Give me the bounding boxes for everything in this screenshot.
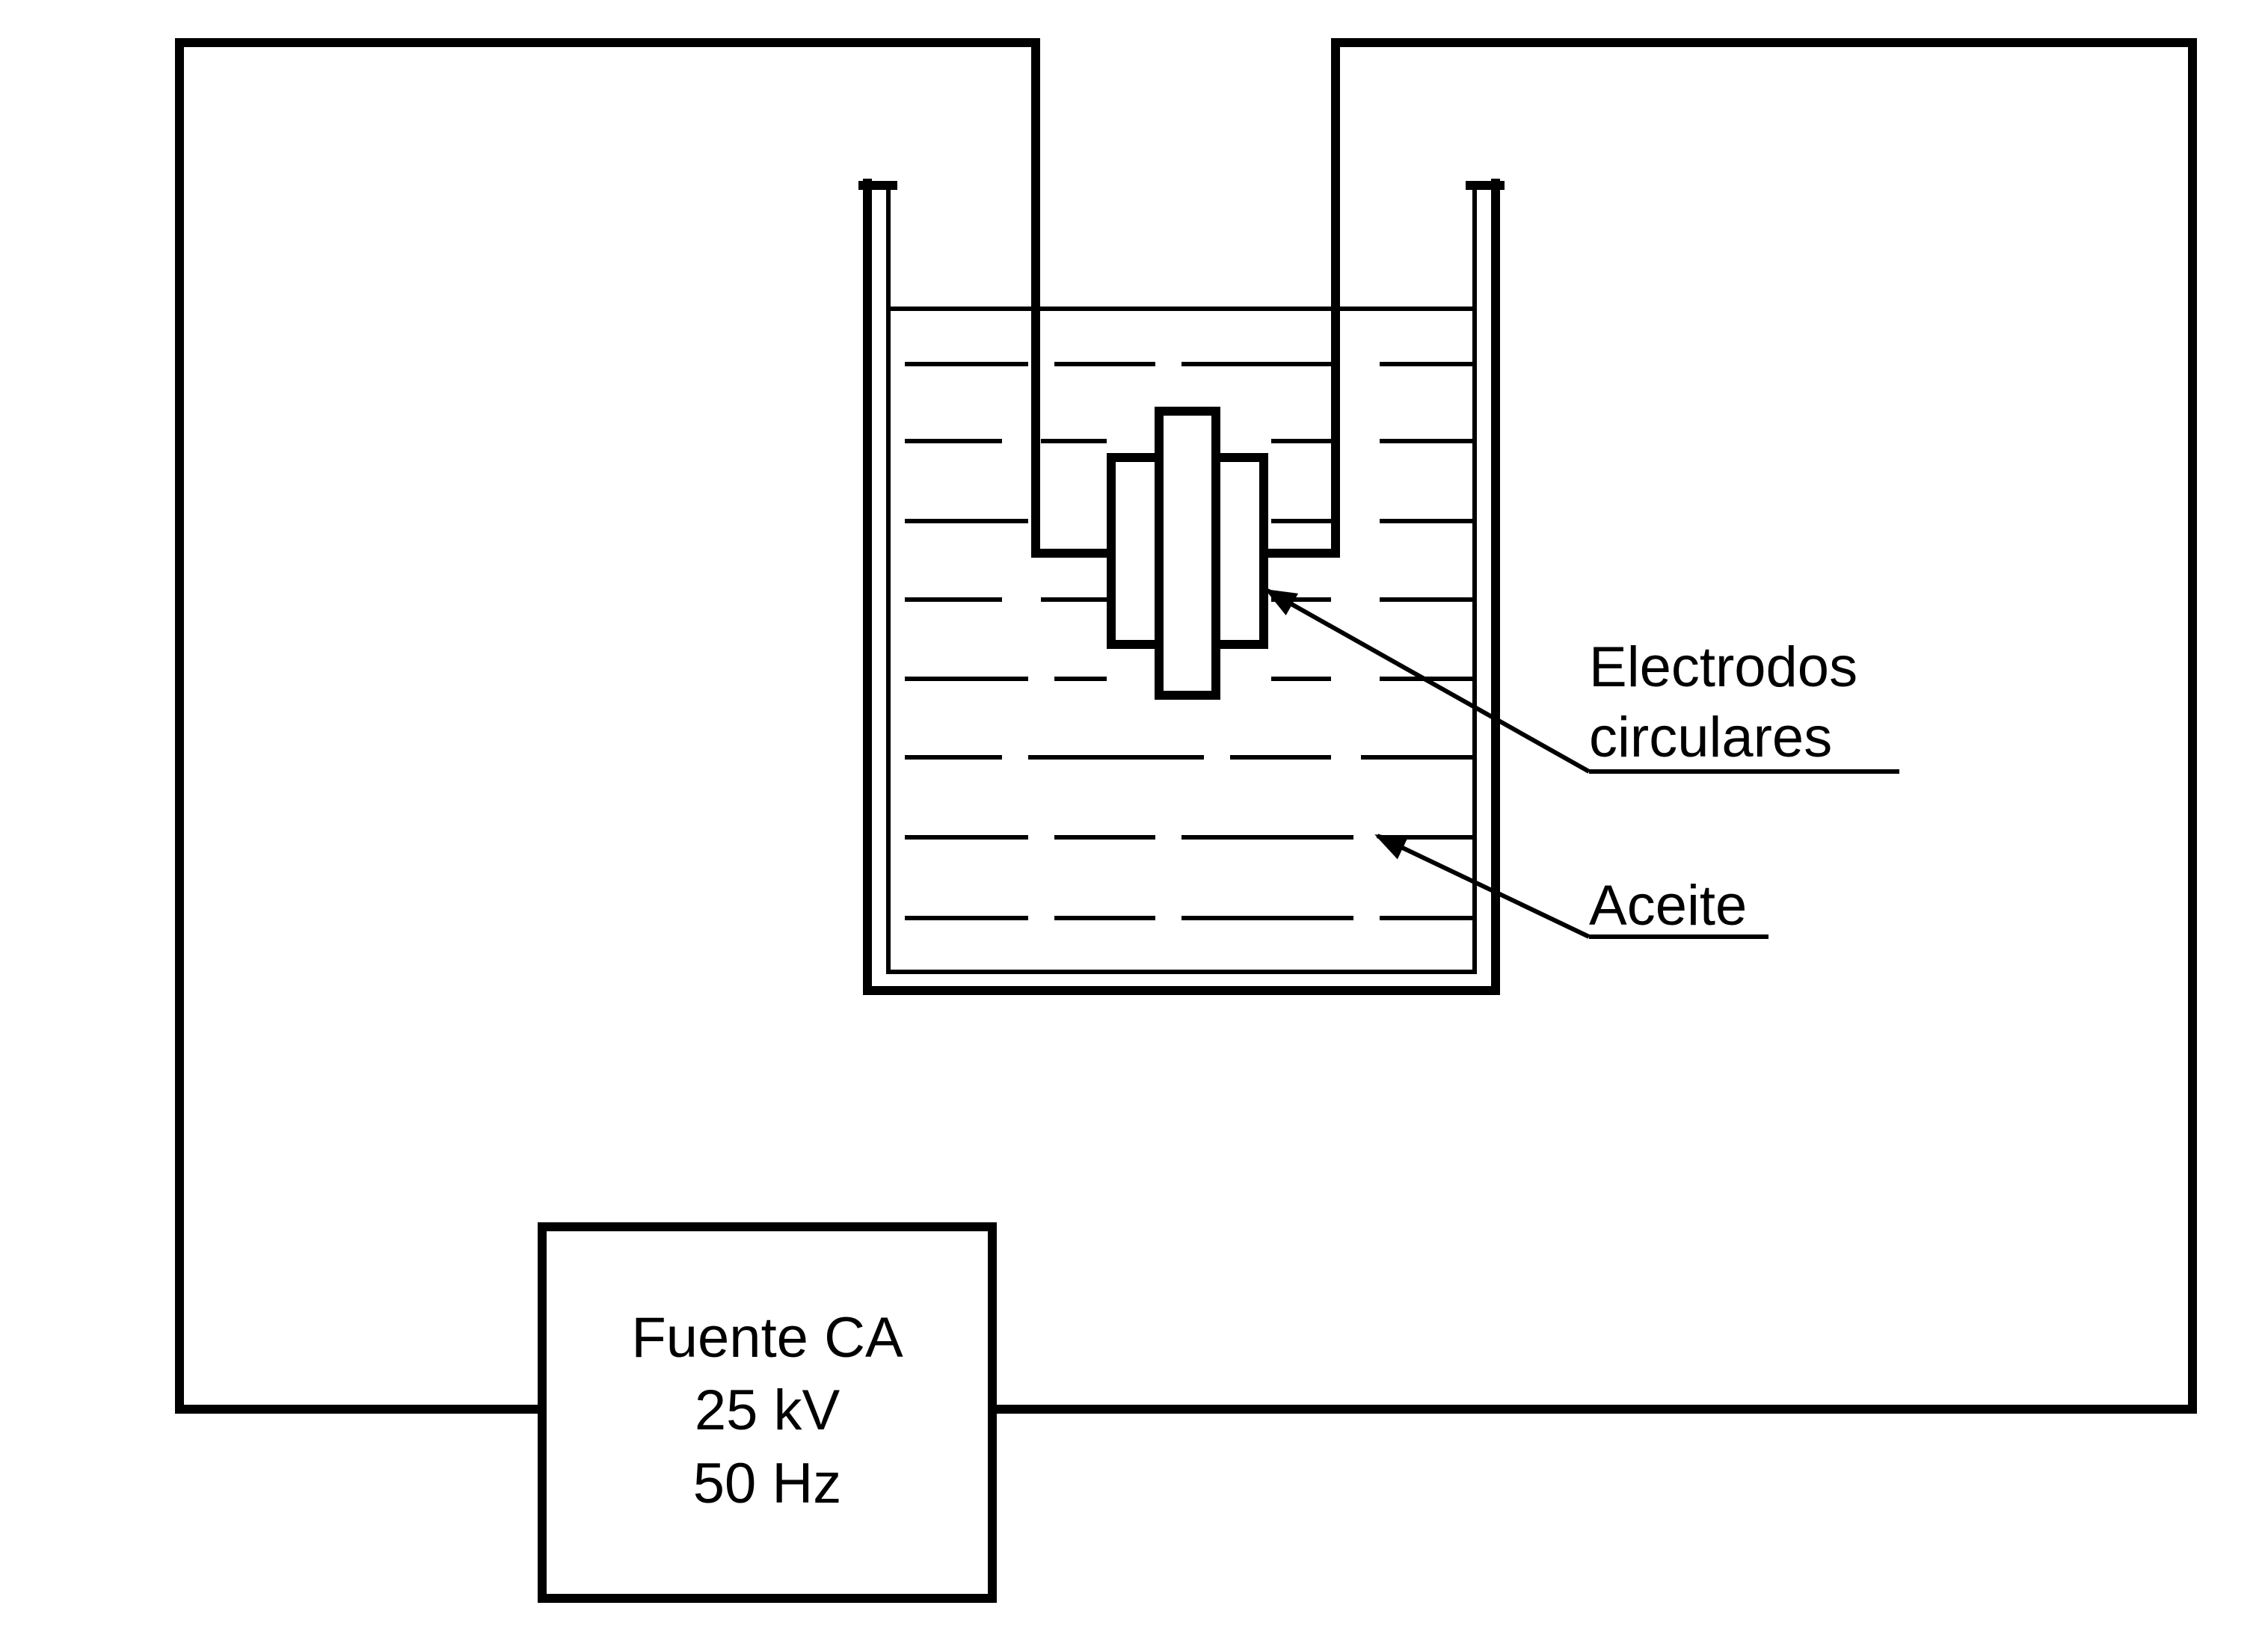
oil-container xyxy=(858,179,1505,995)
right-wire xyxy=(992,38,2197,1414)
electrode-right xyxy=(1211,453,1268,649)
ac-source: Fuente CA 25 kV 50 Hz xyxy=(538,1222,997,1603)
electrodes-label-line2: circulares xyxy=(1589,706,1832,769)
ac-source-frequency: 50 Hz xyxy=(693,1452,842,1515)
circular-electrodes xyxy=(1107,407,1268,700)
electrode-left xyxy=(1107,453,1164,649)
electrodes-leader xyxy=(1264,588,1899,774)
ac-source-name: Fuente CA xyxy=(631,1306,903,1370)
ac-source-box xyxy=(538,1222,997,1603)
oil-label: Aceite xyxy=(1589,874,1747,937)
electrodes-label-line1: Electrodos xyxy=(1589,635,1857,699)
electrode-center-gap xyxy=(1155,407,1220,700)
left-wire xyxy=(175,38,1116,1414)
oil-leader xyxy=(1374,834,1768,939)
ac-source-voltage: 25 kV xyxy=(695,1379,840,1442)
